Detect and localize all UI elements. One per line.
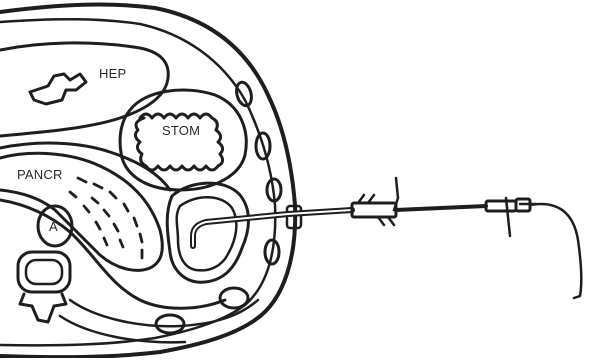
- vertebra-body-inner: [26, 260, 62, 284]
- stopcock-icon: [486, 201, 516, 211]
- liver-outline: [0, 43, 168, 136]
- bowel-loop: [156, 315, 184, 333]
- pancreas-duct-dashes: [70, 178, 142, 258]
- bowel-loop: [234, 81, 254, 108]
- guidewire-icon: [530, 204, 581, 298]
- cyst-inner: [177, 197, 237, 270]
- label-pancr: PANCR: [17, 168, 63, 181]
- connector-fins: [358, 195, 394, 225]
- vertebra-process: [20, 294, 66, 322]
- label-stom: STOM: [162, 124, 200, 137]
- label-a: A: [49, 220, 58, 233]
- bowel-loop: [220, 288, 248, 308]
- label-hep: HEP: [99, 67, 126, 80]
- liver-duct-icon: [30, 74, 86, 104]
- body-outline-inner: [0, 19, 275, 345]
- tubing: [396, 206, 486, 210]
- connector-icon: [352, 203, 396, 217]
